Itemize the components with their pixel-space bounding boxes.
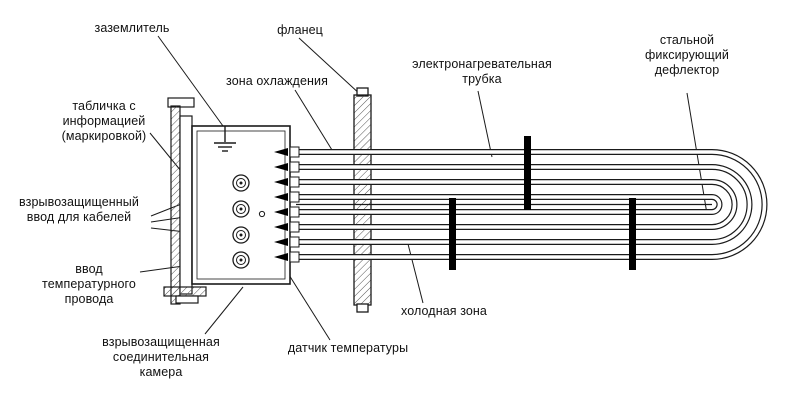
deflectors bbox=[449, 136, 636, 270]
label-heating-tube: электронагревательная трубка bbox=[412, 57, 552, 86]
leader-grounding bbox=[157, 35, 224, 127]
heating-tubes bbox=[296, 149, 768, 260]
temp-wire-entry-bolt bbox=[232, 251, 250, 269]
label-info-plate: табличка с информацией (маркировкой) bbox=[61, 99, 147, 143]
cable-entry-bolt-1 bbox=[232, 174, 250, 192]
deflector-bar-3 bbox=[629, 198, 636, 270]
label-temp-wire-entry: ввод температурного провода bbox=[42, 262, 136, 306]
grounding-symbol bbox=[214, 126, 236, 152]
temp-sensor-mark bbox=[258, 210, 266, 218]
info-plate bbox=[163, 97, 207, 305]
leader-heating-tube bbox=[477, 90, 493, 158]
leader-cold-zone bbox=[406, 239, 424, 304]
label-cable-entry: взрывозащищенный ввод для кабелей bbox=[19, 195, 139, 224]
label-cold-zone: холодная зона bbox=[401, 304, 487, 318]
cable-entry-bolts bbox=[232, 174, 250, 269]
label-deflector: стальной фиксирующий дефлектор bbox=[645, 33, 729, 77]
leader-cooling bbox=[294, 89, 333, 151]
leader-chamber bbox=[204, 286, 244, 335]
label-cooling-zone: зона охлаждения bbox=[226, 74, 328, 88]
deflector-bar-1 bbox=[449, 198, 456, 270]
label-grounding: заземлитель bbox=[94, 21, 170, 35]
tube-terminals bbox=[274, 146, 300, 263]
deflector-bar-2 bbox=[524, 136, 531, 210]
cable-entry-bolt-2 bbox=[232, 200, 250, 218]
leader-flange bbox=[298, 37, 363, 97]
cable-entry-bolt-3 bbox=[232, 226, 250, 244]
label-temp-sensor: датчик температуры bbox=[287, 341, 409, 355]
label-junction-chamber: взрывозащищенная соединительная камера bbox=[102, 335, 220, 379]
label-flange: фланец bbox=[277, 23, 323, 37]
